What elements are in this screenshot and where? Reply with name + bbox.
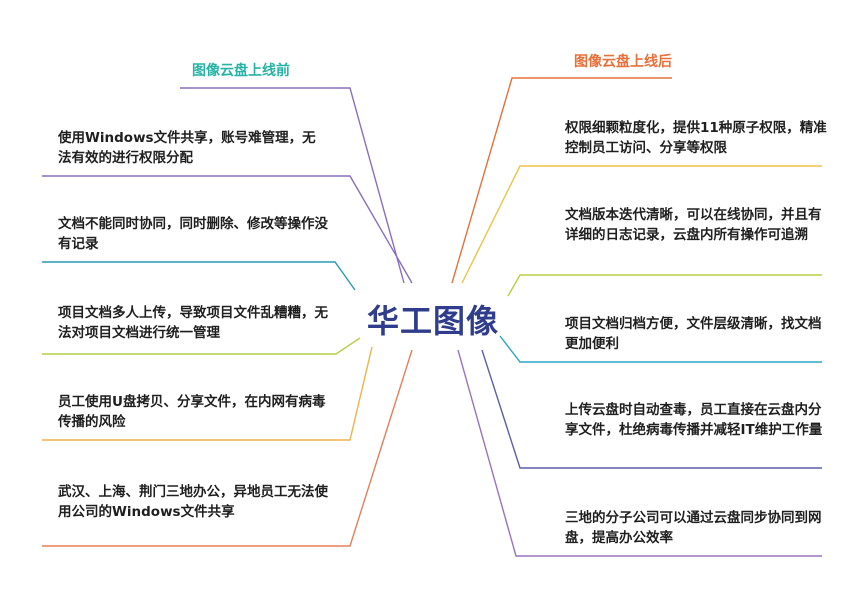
connector-left-2	[42, 261, 356, 291]
right-node-4: 上传云盘时自动查毒，员工直接在云盘内分享文件，杜绝病毒传播并减轻IT维护工作量	[565, 402, 823, 438]
connector-right-5	[457, 349, 822, 557]
left-heading: 图像云盘上线前	[192, 63, 290, 79]
connector-right-4	[481, 349, 822, 469]
connector-left-5	[42, 349, 413, 547]
connector-right-heading	[451, 77, 672, 284]
connector-left-heading	[180, 87, 405, 284]
right-node-2: 文档版本迭代清晰，可以在线协同，并且有详细的日志记录，云盘内所有操作可追溯	[565, 207, 822, 243]
connector-right-1	[461, 165, 822, 284]
connector-right-2	[507, 274, 822, 297]
connector-left-3	[42, 337, 361, 355]
connector-left-4	[42, 346, 373, 441]
right-node-5: 三地的分子公司可以通过云盘同步协同到网盘，提高办公效率	[565, 510, 822, 546]
right-node-3: 项目文档归档方便，文件层级清晰，找文档更加便利	[565, 316, 822, 352]
left-node-1: 使用Windows文件共享，账号难管理，无法有效的进行权限分配	[58, 130, 316, 166]
connector-left-1	[42, 175, 413, 284]
right-heading: 图像云盘上线后	[574, 54, 672, 70]
right-node-1: 权限细颗粒度化，提供11种原子权限，精准控制员工访问、分享等权限	[565, 120, 827, 156]
left-node-4: 员工使用U盘拷贝、分享文件，在内网有病毒传播的风险	[58, 394, 326, 430]
connector-right-3	[499, 335, 822, 363]
left-node-3: 项目文档多人上传，导致项目文件乱糟糟，无法对项目文档进行统一管理	[58, 305, 328, 341]
left-node-5: 武汉、上海、荆门三地办公，异地员工无法使用公司的Windows文件共享	[58, 484, 328, 520]
left-node-2: 文档不能同时协同，同时删除、修改等操作没有记录	[58, 216, 328, 252]
center-topic: 华工图像	[366, 302, 499, 340]
